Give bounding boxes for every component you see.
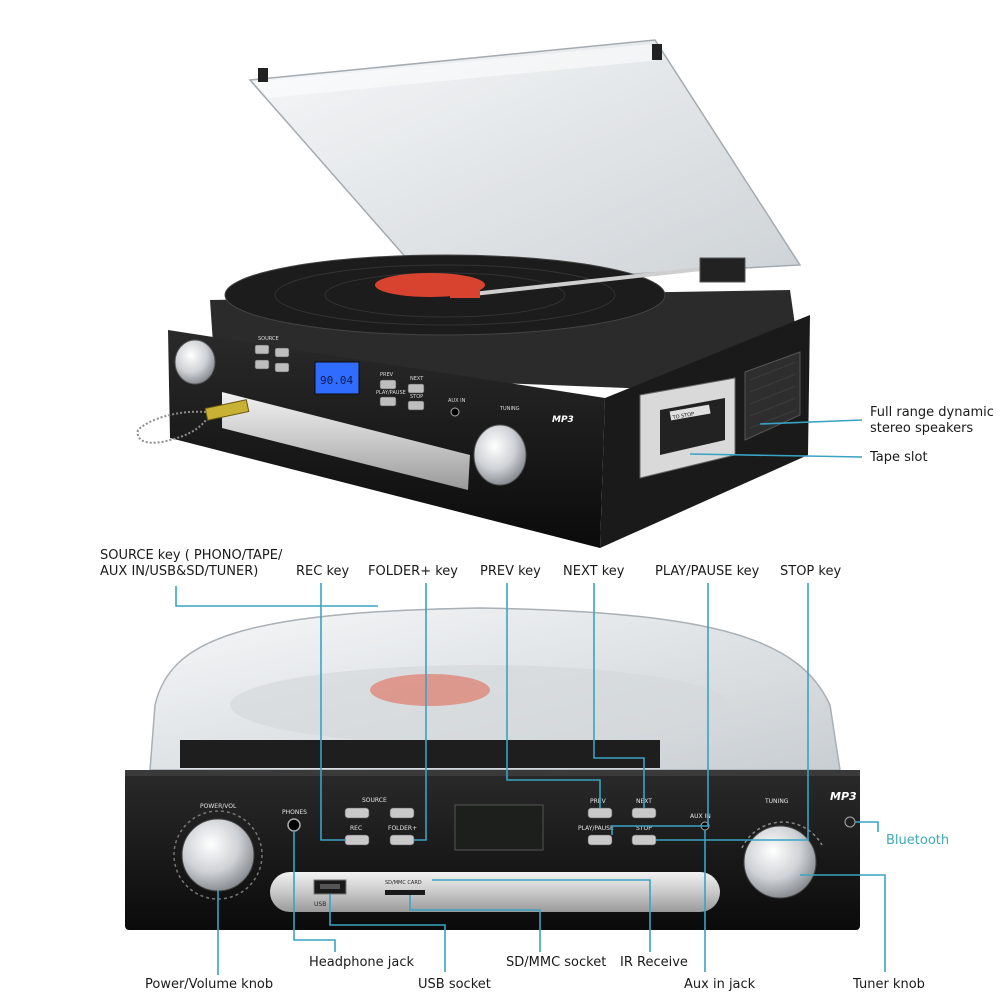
front-label-stop: STOP — [636, 825, 652, 832]
top-aux-jack — [450, 407, 460, 417]
sd-card-slot — [385, 890, 425, 895]
callout-usb-socket: USB socket — [418, 977, 491, 992]
top-label-next: NEXT — [410, 376, 424, 382]
line-speakers — [759, 419, 863, 425]
top-label-stop: STOP — [410, 394, 423, 400]
front-label-rec: REC — [350, 825, 362, 832]
callout-headphone-jack: Headphone jack — [309, 955, 415, 970]
front-label-prev: PREV — [590, 798, 607, 805]
dust-cover-lid — [248, 39, 802, 286]
rec-button[interactable] — [344, 834, 370, 846]
line-stop-key — [656, 583, 809, 841]
top-lcd — [314, 361, 360, 395]
line-headphone — [293, 831, 336, 952]
front-brand: MP3 — [830, 790, 857, 803]
line-rec-key — [320, 583, 346, 841]
source-left-button[interactable] — [344, 807, 370, 819]
speaker-grille — [744, 351, 801, 441]
callout-source-key: SOURCE key ( PHONO/TAPE/ AUX IN/USB&SD/T… — [100, 548, 283, 579]
top-label-source: SOURCE — [258, 336, 279, 342]
callout-aux-jack: Aux in jack — [684, 977, 756, 992]
line-tuner-knob — [800, 874, 886, 972]
front-label-play-pause: PLAY/PAUSE — [578, 825, 614, 832]
line-folder-key — [414, 583, 427, 841]
bottom-record-label — [370, 674, 490, 706]
callout-stop-key: STOP key — [780, 564, 842, 579]
top-tuning-knob — [473, 424, 527, 486]
next-button[interactable] — [631, 807, 657, 819]
tuner-knob — [743, 825, 817, 899]
line-tape-slot — [689, 453, 863, 458]
line-prev-key — [506, 583, 601, 808]
play-pause-button[interactable] — [587, 834, 613, 846]
front-label-usb: USB — [314, 901, 326, 908]
callout-play-pause-key: PLAY/PAUSE key — [655, 564, 760, 579]
source-right-button[interactable] — [389, 807, 415, 819]
front-label-power-vol: POWER/VOL — [200, 803, 237, 810]
top-silver-strip — [222, 392, 470, 490]
callout-sd-mmc-socket: SD/MMC socket — [506, 955, 607, 970]
top-brand-badge: MP3 — [552, 415, 574, 425]
tonearm — [454, 266, 711, 298]
top-label-play-pause: PLAY/PAUSE — [376, 390, 406, 396]
line-ir-receive — [432, 879, 651, 952]
top-turntable: 90.04 SOURCE PREV NEXT PLAY/PAUSE STOP A… — [136, 39, 810, 548]
callout-power-volume-knob: Power/Volume knob — [145, 977, 274, 992]
headphone-jack — [287, 818, 301, 832]
usb-stick — [204, 399, 250, 421]
bottom-turntable: POWER/VOL PHONES SOURCE REC FOLDER+ — [125, 607, 860, 930]
callout-bluetooth: Bluetooth — [886, 833, 950, 848]
callout-prev-key: PREV key — [480, 564, 541, 579]
line-source-key — [175, 586, 378, 607]
top-label-tuning: TUNING — [499, 406, 520, 412]
folder-button[interactable] — [389, 834, 415, 846]
line-play-pause-key — [611, 583, 709, 835]
line-bluetooth — [855, 821, 879, 832]
front-label-phones: PHONES — [282, 809, 307, 816]
stop-button[interactable] — [631, 834, 657, 846]
power-volume-knob — [181, 818, 255, 892]
front-silver-strip — [270, 872, 720, 912]
top-label-aux-in: AUX IN — [448, 398, 466, 404]
callout-tuner-knob: Tuner knob — [853, 977, 925, 992]
front-label-folder: FOLDER+ — [388, 825, 417, 832]
front-lcd — [454, 804, 544, 851]
front-label-sd-mmc: SD/MMC CARD — [385, 880, 422, 886]
prev-button[interactable] — [587, 807, 613, 819]
line-sd-mmc — [409, 895, 541, 952]
line-next-key — [593, 583, 645, 808]
callout-next-key: NEXT key — [563, 564, 625, 579]
top-lcd-text: 90.04 — [320, 374, 353, 387]
callout-lines — [175, 419, 886, 975]
top-volume-knob — [174, 339, 216, 385]
callout-speakers: Full range dynamic stereo speakers — [870, 405, 994, 436]
callout-tape-slot: Tape slot — [870, 450, 928, 465]
front-label-source: SOURCE — [362, 797, 387, 804]
top-tape-badge: TO STOP — [671, 411, 694, 421]
front-label-aux-in: AUX IN — [690, 813, 711, 820]
line-usb — [329, 894, 446, 972]
callout-folder-key: FOLDER+ key — [368, 564, 458, 579]
keychain — [136, 410, 207, 444]
callout-rec-key: REC key — [296, 564, 350, 579]
front-label-tuning: TUNING — [764, 798, 789, 805]
top-label-prev: PREV — [380, 372, 394, 378]
callout-ir-receive: IR Receive — [620, 955, 688, 970]
